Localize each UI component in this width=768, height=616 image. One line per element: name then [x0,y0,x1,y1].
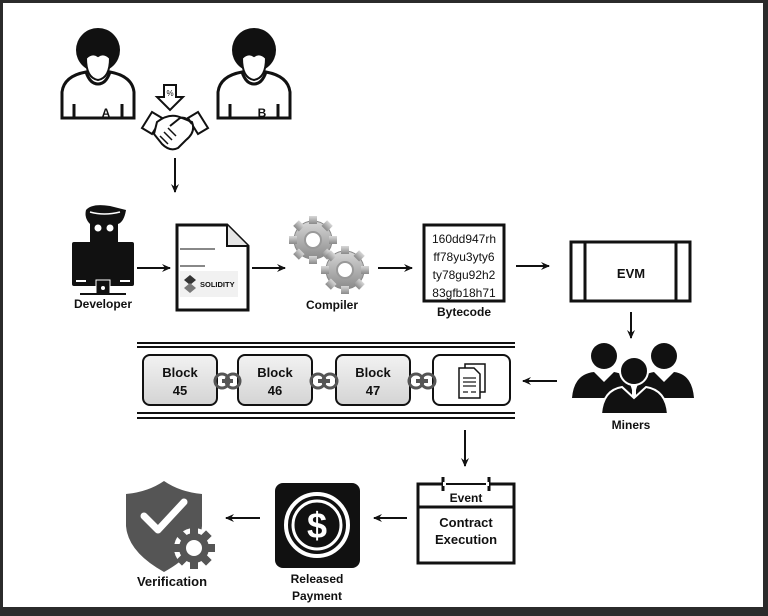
contract-block [432,354,511,406]
block-46: Block 46 [237,354,313,406]
document-icon [458,363,486,399]
handshake-agreement-icon: % [140,84,210,151]
bytecode-line: ty78gu92h2 [433,268,496,282]
evm-label: EVM [617,266,645,281]
percent-symbol: % [166,89,173,98]
developer-icon [72,205,134,295]
compiler-label: Compiler [306,298,358,312]
block-label: Block [257,365,293,380]
solidity-label: SOLIDITY [200,280,235,289]
bytecode-line: 160dd947rh [432,232,496,246]
dollar-sign-icon: $ [307,505,327,546]
person-a-label: A [102,106,111,120]
person-b-label: B [258,106,267,120]
evm-box: EVM [569,240,692,303]
miners-icon [572,343,694,415]
chain-link-icon [309,372,339,390]
contract-execution-label-line1: Contract [439,515,493,530]
developer-label: Developer [74,297,132,311]
block-number: 47 [366,383,380,398]
bytecode-line: 83gfb18h71 [432,286,496,300]
released-payment-icon: $ [275,483,360,568]
block-number: 45 [173,383,187,398]
chain-link-icon [213,372,242,390]
released-payment-label-line2: Payment [292,589,342,603]
bytecode-line: ff78yu3yty6 [433,250,494,264]
person-b-icon: B [216,28,292,120]
block-label: Block [162,365,198,380]
solidity-document-icon: SOLIDITY [175,223,250,312]
verification-shield-icon [126,481,215,572]
bytecode-box: 160dd947rh ff78yu3yty6 ty78gu92h2 83gfb1… [422,223,506,303]
verification-label: Verification [137,574,207,589]
released-payment-label-line1: Released [291,572,344,586]
chain-link-icon [407,372,437,390]
bytecode-label: Bytecode [437,305,491,319]
gear-icon [173,527,215,569]
person-a-icon: A [60,28,136,120]
block-number: 46 [268,383,282,398]
block-45: Block 45 [142,354,218,406]
compiler-gears-icon [289,216,369,294]
contract-execution-label-line2: Execution [435,532,497,547]
event-label: Event [450,491,483,505]
contract-execution-calendar: Event Contract Execution [416,477,516,565]
block-label: Block [355,365,391,380]
miners-label: Miners [612,418,651,432]
block-47: Block 47 [335,354,411,406]
blockchain-rails [137,342,515,419]
